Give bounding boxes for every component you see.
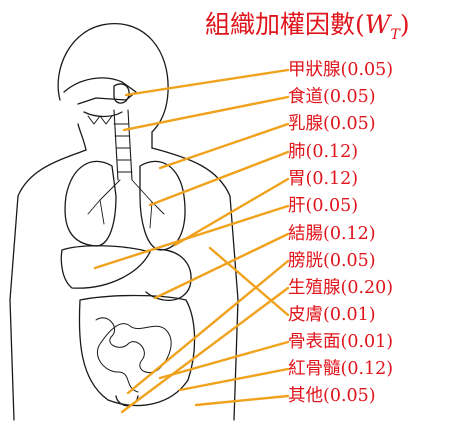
- organ-label-colon: 結腸(0.12): [288, 223, 469, 245]
- title-subscript: T: [390, 27, 399, 43]
- organ-label-liver: 肝(0.05): [288, 195, 469, 217]
- organ-label-red-marrow: 紅骨髓(0.12): [288, 358, 469, 380]
- leader-line-colon: [155, 234, 288, 298]
- organ-label-stomach: 胃(0.12): [288, 168, 469, 190]
- leader-line-red-marrow: [180, 369, 288, 390]
- title-symbol: W: [365, 10, 391, 39]
- title-text: 組織加權因數(: [205, 10, 365, 39]
- leader-line-lung: [150, 152, 288, 205]
- leader-line-remainder: [196, 396, 288, 405]
- organ-label-bladder: 膀胱(0.05): [288, 250, 469, 272]
- title-close: ): [400, 10, 410, 39]
- leader-line-esophagus: [124, 97, 288, 130]
- organ-label-bone-surface: 骨表面(0.01): [288, 331, 469, 353]
- leader-line-skin: [210, 248, 288, 315]
- diagram-title: 組織加權因數(WT): [205, 6, 467, 44]
- organ-label-gonads: 生殖腺(0.20): [288, 277, 469, 299]
- leader-line-thyroid: [126, 70, 288, 95]
- organ-label-skin: 皮膚(0.01): [288, 304, 469, 326]
- organ-label-lung: 肺(0.12): [288, 141, 469, 163]
- leader-line-liver: [95, 206, 288, 268]
- organ-label-esophagus: 食道(0.05): [288, 86, 469, 108]
- organ-label-thyroid: 甲狀腺(0.05): [288, 59, 469, 81]
- organ-label-breast: 乳腺(0.05): [288, 113, 469, 135]
- leader-line-breast: [160, 124, 288, 168]
- organ-label-remainder: 其他(0.05): [288, 385, 469, 407]
